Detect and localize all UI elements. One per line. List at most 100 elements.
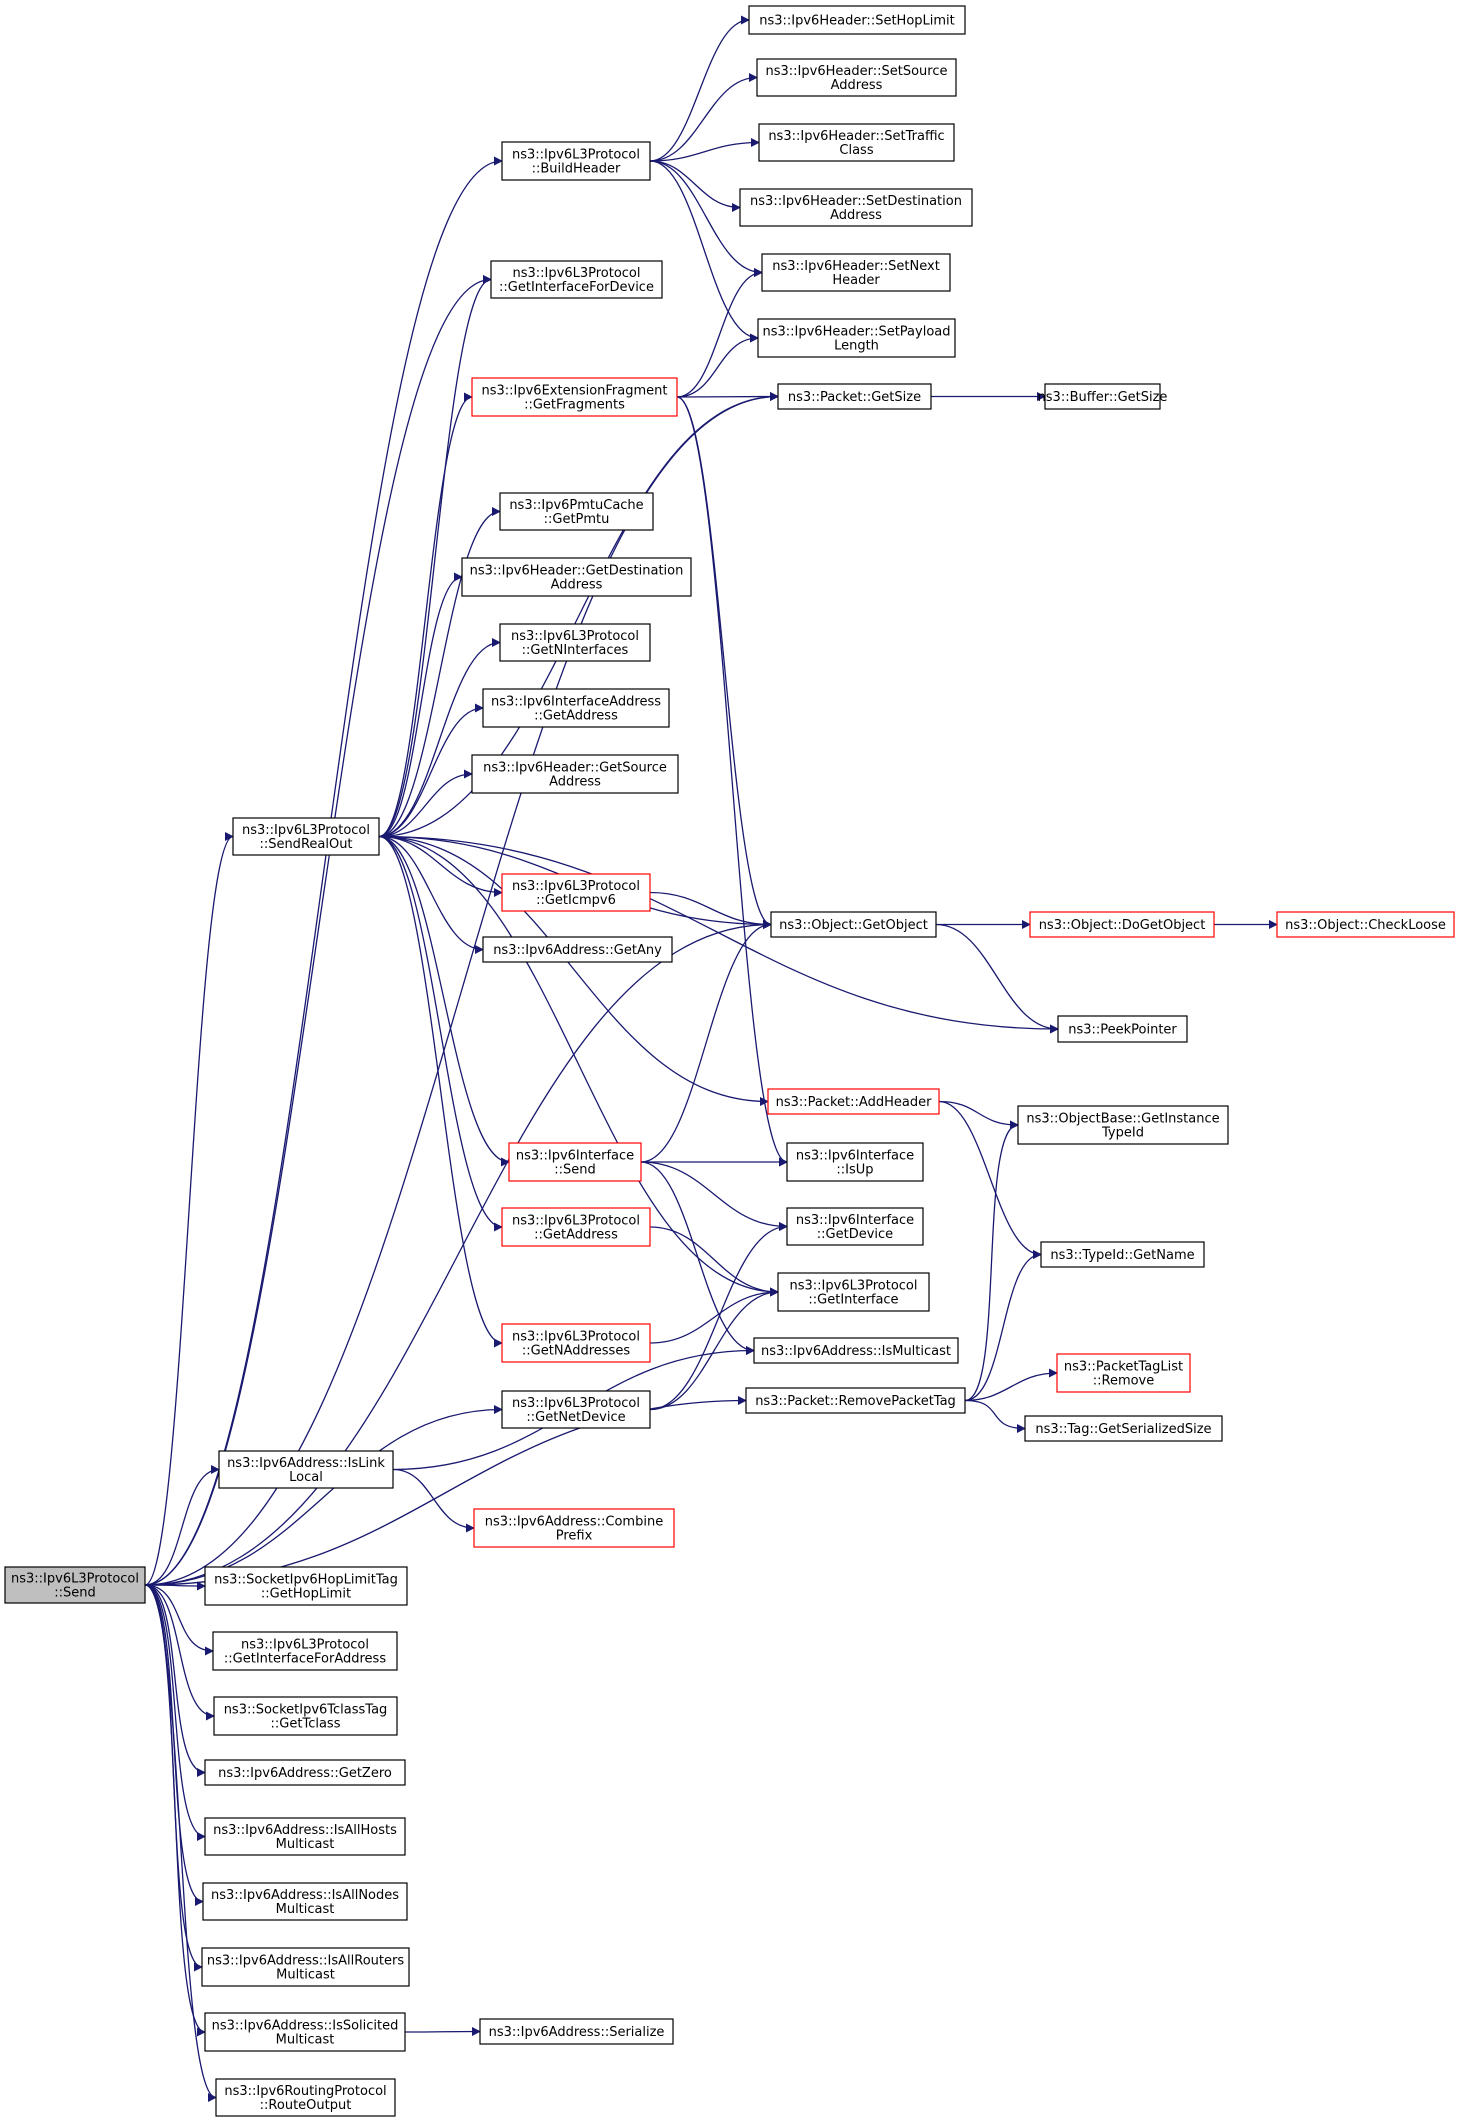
edge-ifacesend-to-ismulticast <box>640 1161 755 1355</box>
node-label: Multicast <box>276 2033 335 2048</box>
node-label: Prefix <box>556 1529 593 1544</box>
node-label: ::GetAddress <box>534 709 618 724</box>
node-box <box>739 188 973 227</box>
node-label: Address <box>831 78 883 93</box>
node-getninterfaces[interactable]: ns3::Ipv6L3Protocol::GetNInterfaces <box>499 623 651 662</box>
node-peekpointer[interactable]: ns3::PeekPointer <box>1057 1015 1188 1043</box>
node-sendrealout[interactable]: ns3::Ipv6L3Protocol::SendRealOut <box>232 817 380 856</box>
node-label: ns3::Ipv6L3Protocol <box>512 1330 640 1345</box>
node-label: ns3::PeekPointer <box>1068 1023 1177 1038</box>
node-getnetdevice[interactable]: ns3::Ipv6L3Protocol::GetNetDevice <box>501 1390 651 1429</box>
edge-sendrealout-to-l3getaddress <box>378 835 503 1232</box>
edge-sendrealout-to-packetgetsize <box>378 392 779 838</box>
node-label: ::GetPmtu <box>544 512 610 527</box>
node-box <box>204 2012 406 2052</box>
edge-buildheader-to-setsourceaddress <box>649 73 758 162</box>
node-serialize[interactable]: ns3::Ipv6Address::Serialize <box>479 2018 674 2045</box>
node-addheader[interactable]: ns3::Packet::AddHeader <box>767 1088 940 1115</box>
node-checkloose[interactable]: ns3::Object::CheckLoose <box>1276 911 1455 938</box>
node-getserializedsize[interactable]: ns3::Tag::GetSerializedSize <box>1024 1415 1223 1442</box>
edge-getfragments-to-setnextheader <box>676 268 763 398</box>
node-getinterfacefordevice[interactable]: ns3::Ipv6L3Protocol::GetInterfaceForDevi… <box>490 260 663 299</box>
node-isup[interactable]: ns3::Ipv6Interface::IsUp <box>786 1142 924 1182</box>
node-box <box>753 1337 959 1364</box>
node-label: ::Send <box>554 1163 596 1178</box>
edge-send-to-routeoutput <box>144 1584 217 2102</box>
edge-removepackettag-to-getinstancetypeid <box>964 1120 1019 1402</box>
node-ismulticast[interactable]: ns3::Ipv6Address::IsMulticast <box>753 1337 959 1364</box>
node-getany[interactable]: ns3::Ipv6Address::GetAny <box>482 936 673 963</box>
edge-getnetdevice-to-getinterface <box>649 1287 779 1411</box>
node-buildheader[interactable]: ns3::Ipv6L3Protocol::BuildHeader <box>501 141 651 181</box>
edge-issolicitedmulticast-to-serialize <box>404 2027 481 2037</box>
node-packettaglistremove[interactable]: ns3::PacketTagList::Remove <box>1056 1353 1191 1393</box>
edge-buildheader-to-setnextheader <box>649 160 763 277</box>
edge-sendrealout-to-getdestinationaddress <box>378 572 463 838</box>
node-l3getaddress[interactable]: ns3::Ipv6L3Protocol::GetAddress <box>501 1207 651 1247</box>
node-label: ::BuildHeader <box>532 162 621 177</box>
node-typeidgetname[interactable]: ns3::TypeId::GetName <box>1040 1241 1205 1268</box>
node-ifaddrgetaddress[interactable]: ns3::Ipv6InterfaceAddress::GetAddress <box>482 688 670 728</box>
node-removepackettag[interactable]: ns3::Packet::RemovePacketTag <box>745 1387 966 1414</box>
node-send[interactable]: ns3::Ipv6L3Protocol::Send <box>4 1566 146 1604</box>
node-box <box>1017 1105 1229 1145</box>
node-getobject[interactable]: ns3::Object::GetObject <box>770 911 937 938</box>
node-geticmpv6[interactable]: ns3::Ipv6L3Protocol::GetIcmpv6 <box>501 873 651 912</box>
node-gettclass[interactable]: ns3::SocketIpv6TclassTag::GetTclass <box>213 1696 398 1736</box>
node-getnaddresses[interactable]: ns3::Ipv6L3Protocol::GetNAddresses <box>501 1323 651 1363</box>
node-box <box>482 936 673 963</box>
node-box <box>1024 1415 1223 1442</box>
node-layer: ns3::Ipv6L3Protocol::Sendns3::Ipv6L3Prot… <box>4 5 1455 2117</box>
node-getzero[interactable]: ns3::Ipv6Address::GetZero <box>204 1759 406 1786</box>
node-box <box>767 1088 940 1115</box>
edge-sendrealout-to-getpmtu <box>378 507 501 838</box>
node-buffergetsize[interactable]: ns3::Buffer::GetSize <box>1038 383 1168 410</box>
node-label: ::GetDevice <box>817 1227 893 1242</box>
node-label: ::GetHopLimit <box>261 1587 351 1602</box>
node-getinterfaceforaddress[interactable]: ns3::Ipv6L3Protocol::GetInterfaceForAddr… <box>212 1631 398 1671</box>
node-routeoutput[interactable]: ns3::Ipv6RoutingProtocol::RouteOutput <box>215 2078 396 2117</box>
node-getfragments[interactable]: ns3::Ipv6ExtensionFragment::GetFragments <box>471 377 678 417</box>
edge-getnaddresses-to-getinterface <box>649 1287 779 1344</box>
node-getpmtu[interactable]: ns3::Ipv6PmtuCache::GetPmtu <box>499 492 654 531</box>
edge-getfragments-to-packetgetsize <box>676 392 779 402</box>
node-ifacesend[interactable]: ns3::Ipv6Interface::Send <box>508 1142 642 1182</box>
edge-islinklocal-to-combineprefix <box>392 1468 475 1533</box>
edge-getfragments-to-getobject <box>676 396 772 929</box>
edge-send-to-getinterfaceforaddress <box>144 1584 214 1656</box>
node-getdevice[interactable]: ns3::Ipv6Interface::GetDevice <box>786 1207 924 1246</box>
node-box <box>1276 911 1455 938</box>
node-box <box>490 260 663 299</box>
node-label: ::IsUp <box>836 1163 873 1178</box>
node-dogetobject[interactable]: ns3::Object::DoGetObject <box>1029 911 1215 938</box>
node-label: ns3::Ipv6L3Protocol <box>511 629 639 644</box>
node-getinterface[interactable]: ns3::Ipv6L3Protocol::GetInterface <box>777 1272 930 1312</box>
node-box <box>4 1566 146 1604</box>
node-box <box>501 141 651 181</box>
edge-removepackettag-to-typeidgetname <box>964 1250 1042 1402</box>
node-gethoplimit[interactable]: ns3::SocketIpv6HopLimitTag::GetHopLimit <box>204 1566 408 1606</box>
node-label: ns3::Ipv6Address::IsAllHosts <box>213 1823 397 1838</box>
edge-sendrealout-to-getnaddresses <box>378 835 503 1348</box>
node-sethoplimit[interactable]: ns3::Ipv6Header::SetHopLimit <box>748 5 966 35</box>
node-box <box>213 1696 398 1736</box>
node-label: ns3::Ipv6Interface <box>516 1149 634 1164</box>
node-packetgetsize[interactable]: ns3::Packet::GetSize <box>777 383 932 410</box>
edge-getobject-to-peekpointer <box>935 923 1059 1034</box>
node-label: ns3::Ipv6L3Protocol <box>513 266 641 281</box>
